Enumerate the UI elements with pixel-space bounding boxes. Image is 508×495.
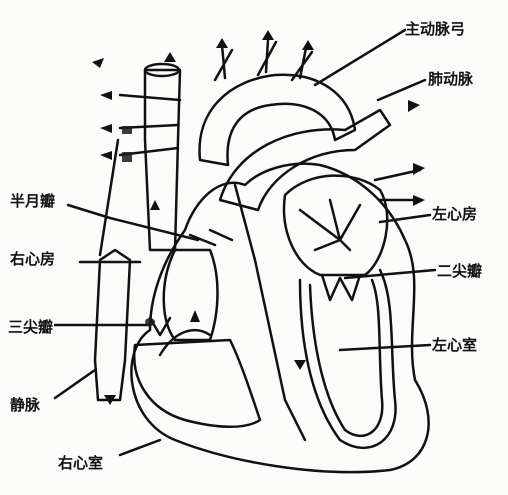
leader-semilunar-valve <box>68 205 198 240</box>
label-left-atrium: 左心房 <box>432 203 477 224</box>
leader-pulmonary-artery <box>378 80 425 100</box>
label-right-atrium: 右心房 <box>10 248 55 269</box>
interventricular-septum <box>235 185 305 440</box>
leader-right-ventricle <box>120 440 160 455</box>
label-semilunar-valve: 半月瓣 <box>10 190 55 211</box>
leader-left-ventricle <box>340 345 430 350</box>
pulmonary-trunk <box>220 110 390 210</box>
label-aortic-arch: 主动脉弓 <box>405 18 465 39</box>
right-atrium-shape <box>164 250 218 340</box>
leader-vein <box>55 370 95 398</box>
right-ventricle-shape <box>134 340 260 427</box>
mitral-valve-shape <box>322 275 360 300</box>
leader-aortic-arch <box>315 30 405 85</box>
label-left-ventricle: 左心室 <box>432 334 477 355</box>
label-right-ventricle: 右心室 <box>58 452 103 473</box>
label-tricuspid-valve: 三尖瓣 <box>8 316 53 337</box>
label-vein: 静脉 <box>10 394 40 415</box>
semilunar-valve-shape <box>190 230 232 245</box>
label-mitral-valve: 二尖瓣 <box>437 260 482 281</box>
label-pulmonary-artery: 肺动脉 <box>428 68 473 89</box>
